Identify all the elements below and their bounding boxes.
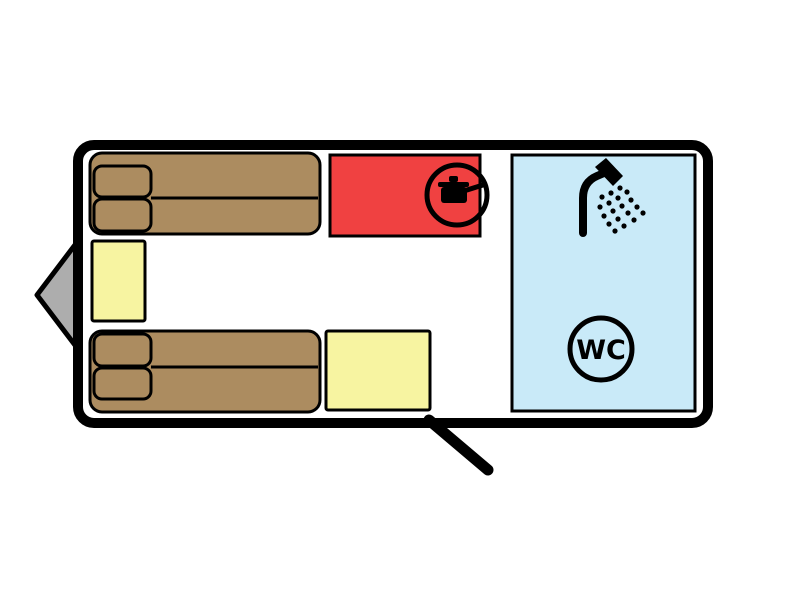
wc-label: WC xyxy=(576,335,626,366)
table-left xyxy=(90,239,147,323)
shower-head xyxy=(595,158,623,186)
sofa-bottom xyxy=(88,329,322,414)
cabinet-bottom xyxy=(324,329,432,412)
sofa-bottom-cushion-1 xyxy=(92,332,153,368)
bathroom-area: WC xyxy=(510,153,697,413)
shower-spray-dots xyxy=(597,185,646,234)
bathroom-floor xyxy=(510,153,697,413)
pot-knob xyxy=(449,176,458,182)
wc-circle xyxy=(567,315,635,383)
sofa-top-cushion-1 xyxy=(92,164,153,199)
hob-circle xyxy=(424,162,490,228)
sofa-top xyxy=(88,151,322,236)
kitchen-area xyxy=(328,153,490,238)
sofa-top-cushion-2 xyxy=(92,197,153,233)
pot-handle xyxy=(464,182,486,193)
pot-lid xyxy=(438,182,469,187)
sofa-bottom-cushion-2 xyxy=(92,366,153,401)
shower-head-icon xyxy=(579,158,646,237)
door-swing-line xyxy=(423,414,494,476)
wc-circle-icon: WC xyxy=(567,315,635,383)
shower-pipe xyxy=(579,169,608,237)
cooking-pot-icon xyxy=(424,162,490,228)
pot-body xyxy=(441,187,467,203)
